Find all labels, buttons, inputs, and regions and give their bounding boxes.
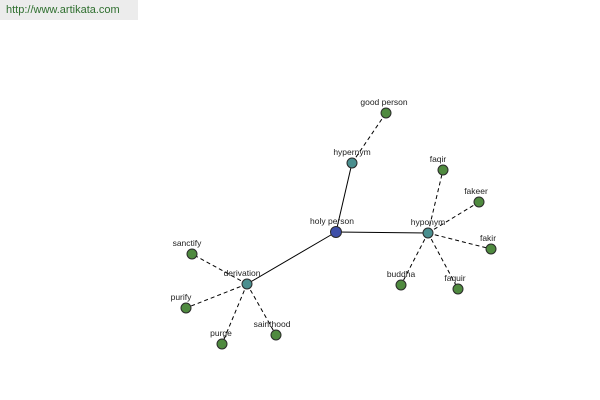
edge-hyponym-to-fakir bbox=[427, 232, 492, 250]
node-holy-person[interactable] bbox=[330, 226, 342, 238]
edge-derivation-to-sanctify bbox=[191, 253, 248, 285]
edge-holy-person-to-hyponym bbox=[335, 231, 429, 234]
node-purify[interactable] bbox=[180, 302, 192, 314]
node-label-hypernym[interactable]: hypernym bbox=[333, 147, 370, 157]
nodes-layer bbox=[180, 107, 497, 350]
edge-holy-person-to-derivation bbox=[246, 231, 337, 285]
node-faqir[interactable] bbox=[437, 164, 449, 176]
edge-hypernym-to-good-person bbox=[351, 112, 387, 164]
node-label-sainthood[interactable]: sainthood bbox=[254, 319, 291, 329]
node-hypernym[interactable] bbox=[346, 157, 358, 169]
edge-hyponym-to-buddha bbox=[400, 232, 429, 286]
edge-hyponym-to-faqir bbox=[427, 169, 444, 234]
node-fakir[interactable] bbox=[485, 243, 497, 255]
edge-derivation-to-sainthood bbox=[246, 283, 277, 336]
edge-holy-person-to-hypernym bbox=[335, 162, 353, 233]
node-derivation[interactable] bbox=[241, 278, 253, 290]
node-buddha[interactable] bbox=[395, 279, 407, 291]
node-label-holy-person[interactable]: holy person bbox=[310, 216, 354, 226]
node-label-derivation[interactable]: derivation bbox=[224, 268, 261, 278]
node-label-buddha[interactable]: buddha bbox=[387, 269, 416, 279]
node-label-sanctify[interactable]: sanctify bbox=[173, 238, 203, 248]
node-sainthood[interactable] bbox=[270, 329, 282, 341]
site-url[interactable]: http://www.artikata.com bbox=[0, 0, 138, 20]
node-purge[interactable] bbox=[216, 338, 228, 350]
node-good-person[interactable] bbox=[380, 107, 392, 119]
node-label-fakir[interactable]: fakir bbox=[480, 233, 496, 243]
node-hyponym[interactable] bbox=[422, 227, 434, 239]
edge-derivation-to-purify bbox=[185, 283, 248, 309]
node-label-faquir[interactable]: faquir bbox=[444, 273, 465, 283]
node-label-faqir[interactable]: faqir bbox=[430, 154, 447, 164]
node-label-good-person[interactable]: good person bbox=[360, 97, 408, 107]
edge-hyponym-to-fakeer bbox=[427, 201, 480, 234]
node-label-purify[interactable]: purify bbox=[171, 292, 193, 302]
node-sanctify[interactable] bbox=[186, 248, 198, 260]
node-faquir[interactable] bbox=[452, 283, 464, 295]
edge-hyponym-to-faquir bbox=[427, 232, 459, 290]
node-label-purge[interactable]: purge bbox=[210, 328, 232, 338]
node-fakeer[interactable] bbox=[473, 196, 485, 208]
node-label-fakeer[interactable]: fakeer bbox=[464, 186, 488, 196]
edge-derivation-to-purge bbox=[221, 283, 248, 345]
edges-layer bbox=[185, 112, 492, 345]
node-label-hyponym[interactable]: hyponym bbox=[411, 217, 446, 227]
labels-layer: holy person hypernym hyponym derivation good… bbox=[171, 97, 497, 338]
